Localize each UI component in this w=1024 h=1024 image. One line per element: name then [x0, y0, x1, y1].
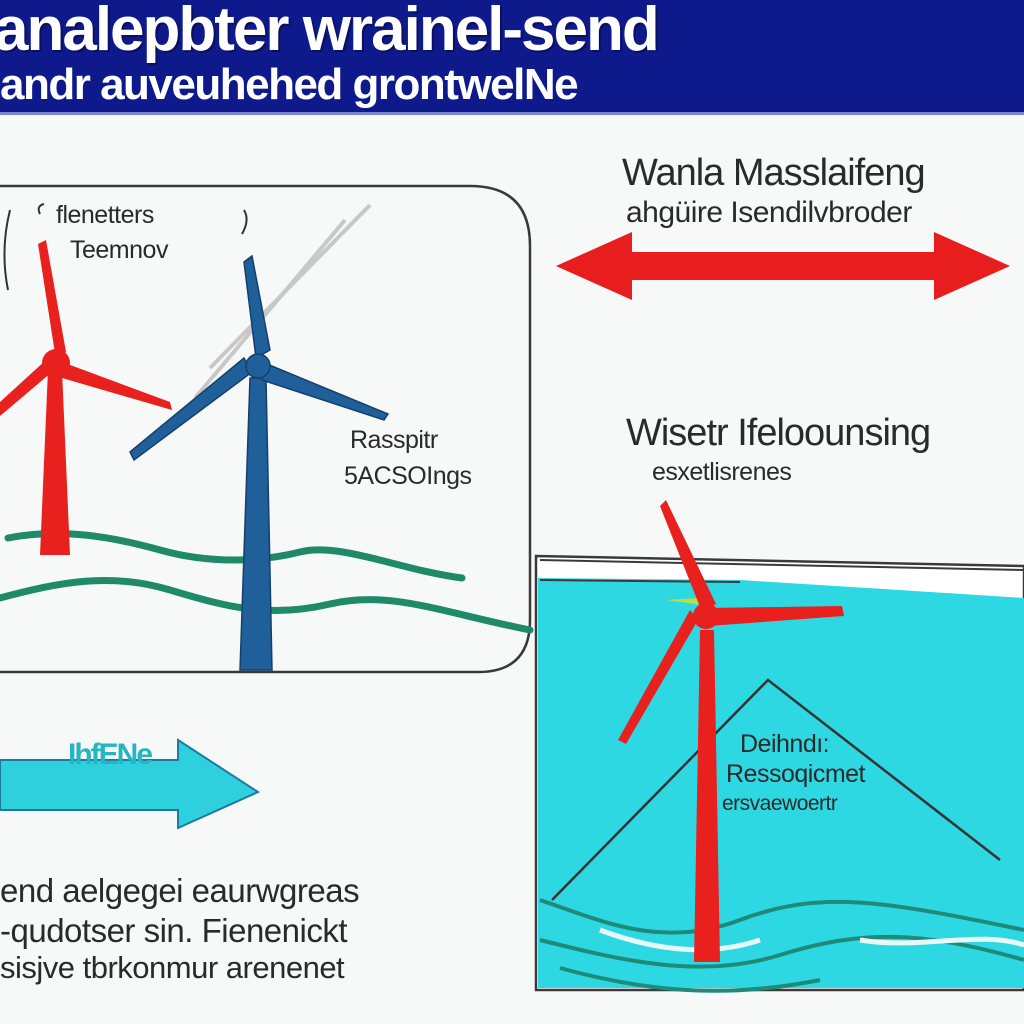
page-subtitle: andr auveuhehed grontwelNe — [0, 60, 579, 109]
title-banner: analepbter wrainel-send andr auveuhehed … — [0, 0, 1024, 112]
left-label-right-1: Rasspitr — [350, 426, 438, 454]
wind-turbine-icon — [129, 254, 390, 671]
sea-label-1: Deihndı: — [740, 730, 830, 758]
double-arrow-icon — [556, 232, 1010, 300]
footer-line-2: -qudotser sin. Fienenickt — [0, 912, 348, 949]
right-arrow-icon — [0, 738, 261, 830]
sea-label-2: Ressoqicmet — [726, 760, 866, 788]
wind-streaks — [193, 203, 372, 400]
sea-label-3: ersvaewoertr — [722, 792, 838, 815]
wind-turbine-icon — [618, 500, 844, 962]
footer-line-3: sisjve tbrkonmur arenenet — [0, 950, 345, 985]
right-label-top-2: ahgüire Isendilvbroder — [626, 196, 912, 229]
left-panel-frame — [0, 184, 532, 674]
right-label-mid-1: Wisetr Ifeloounsing — [626, 412, 931, 454]
footer-line-1: end aelgegei eaurwgreas — [0, 872, 360, 909]
hook-marks — [3, 203, 248, 291]
left-label-right-2: 5ACSOIngs — [344, 462, 472, 490]
wind-turbine-icon — [0, 240, 172, 555]
page-title: analepbter wrainel-send — [0, 0, 660, 64]
left-label-top-1: flenetters — [56, 201, 154, 229]
right-label-top-1: Wanla Masslaifeng — [622, 152, 926, 194]
arrow-label: IhfENe — [68, 738, 153, 771]
right-label-mid-2: esxetlisrenes — [652, 458, 792, 486]
header-divider — [0, 112, 1024, 115]
left-label-top-2: Teemnov — [70, 236, 168, 264]
